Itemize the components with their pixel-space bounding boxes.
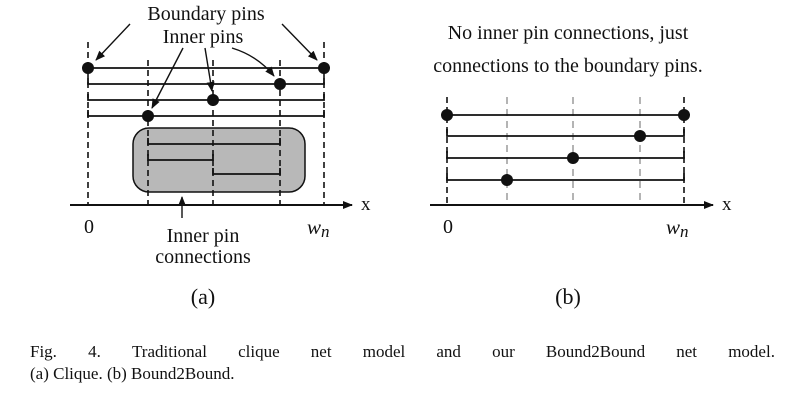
caption-word: Traditional xyxy=(132,342,207,361)
caption-word: net xyxy=(676,342,698,361)
caption-word: model xyxy=(362,342,406,361)
caption-word: and xyxy=(436,342,461,361)
pins-a xyxy=(82,62,330,122)
caption-word: Bound2Bound xyxy=(545,342,646,361)
boundary-pin-right xyxy=(318,62,330,74)
sublabel-a: (a) xyxy=(191,284,215,309)
inner-pin-3 xyxy=(274,78,286,90)
axis-end-a: wn xyxy=(307,215,330,241)
inner-pin-2 xyxy=(207,94,219,106)
label-inner-conn-line2: connections xyxy=(155,246,251,268)
b-inner-pin-3 xyxy=(634,130,646,142)
panel-b: No inner pin connections, just connectio… xyxy=(430,22,732,309)
b-net-bar-2 xyxy=(446,129,685,137)
axis-origin-a: 0 xyxy=(84,216,94,238)
clique-net-bars xyxy=(87,67,325,175)
inner-pin-1 xyxy=(142,110,154,122)
caption-line-1: Fig. 4. Traditional clique net model and… xyxy=(30,341,775,363)
bound2bound-net-bars xyxy=(446,114,685,181)
b-boundary-pin-left xyxy=(441,109,453,121)
axis-var-a: x xyxy=(361,194,371,215)
caption-word: model. xyxy=(728,342,775,361)
note-line-1: No inner pin connections, just xyxy=(448,22,689,44)
axis-end-a-main: w xyxy=(307,215,321,239)
label-inner-pins: Inner pins xyxy=(163,26,244,48)
b-boundary-pin-right xyxy=(678,109,690,121)
inner-conn-3 xyxy=(212,168,281,175)
inner-conn-2 xyxy=(147,154,214,161)
note-line-2: connections to the boundary pins. xyxy=(433,55,702,77)
annotation-arrows-a xyxy=(95,23,318,218)
arrow-boundary-left xyxy=(95,23,131,61)
axis-end-b-main: w xyxy=(666,215,680,239)
panel-a: Boundary pins Inner pins Inner pin conne… xyxy=(70,3,371,309)
pins-b xyxy=(441,109,690,186)
arrow-inner-1 xyxy=(151,47,184,109)
net-bar-4 xyxy=(87,110,325,117)
caption-word: our xyxy=(492,342,515,361)
axis-end-a-sub: n xyxy=(321,222,330,241)
b-inner-pin-1 xyxy=(501,174,513,186)
axis-origin-b: 0 xyxy=(443,216,453,238)
b-inner-pin-2 xyxy=(567,152,579,164)
inner-columns-b xyxy=(506,97,641,205)
caption-line-2: (a) Clique. (b) Bound2Bound. xyxy=(30,364,235,383)
net-bar-3 xyxy=(87,94,325,101)
b-net-bar-4 xyxy=(446,173,685,181)
net-bar-2 xyxy=(87,78,325,85)
axis-end-b-sub: n xyxy=(680,222,689,241)
figure-caption: Fig. 4. Traditional clique net model and… xyxy=(30,341,775,385)
arrow-inner-2 xyxy=(204,47,215,92)
sublabel-b: (b) xyxy=(555,284,581,309)
label-inner-conn-line1: Inner pin xyxy=(167,225,240,247)
caption-word: net xyxy=(310,342,332,361)
boundary-pin-left xyxy=(82,62,94,74)
axis-var-b: x xyxy=(722,194,732,215)
caption-word: Fig. xyxy=(30,342,57,361)
arrow-inner-3 xyxy=(231,47,275,77)
caption-word: clique xyxy=(238,342,280,361)
arrow-boundary-right xyxy=(281,23,318,61)
b-net-bar-3 xyxy=(446,151,685,159)
axis-end-b: wn xyxy=(666,215,689,241)
label-boundary-pins: Boundary pins xyxy=(147,3,264,25)
caption-word: 4. xyxy=(88,342,101,361)
boundary-columns-b xyxy=(446,97,685,205)
inner-conn-1 xyxy=(147,138,281,145)
